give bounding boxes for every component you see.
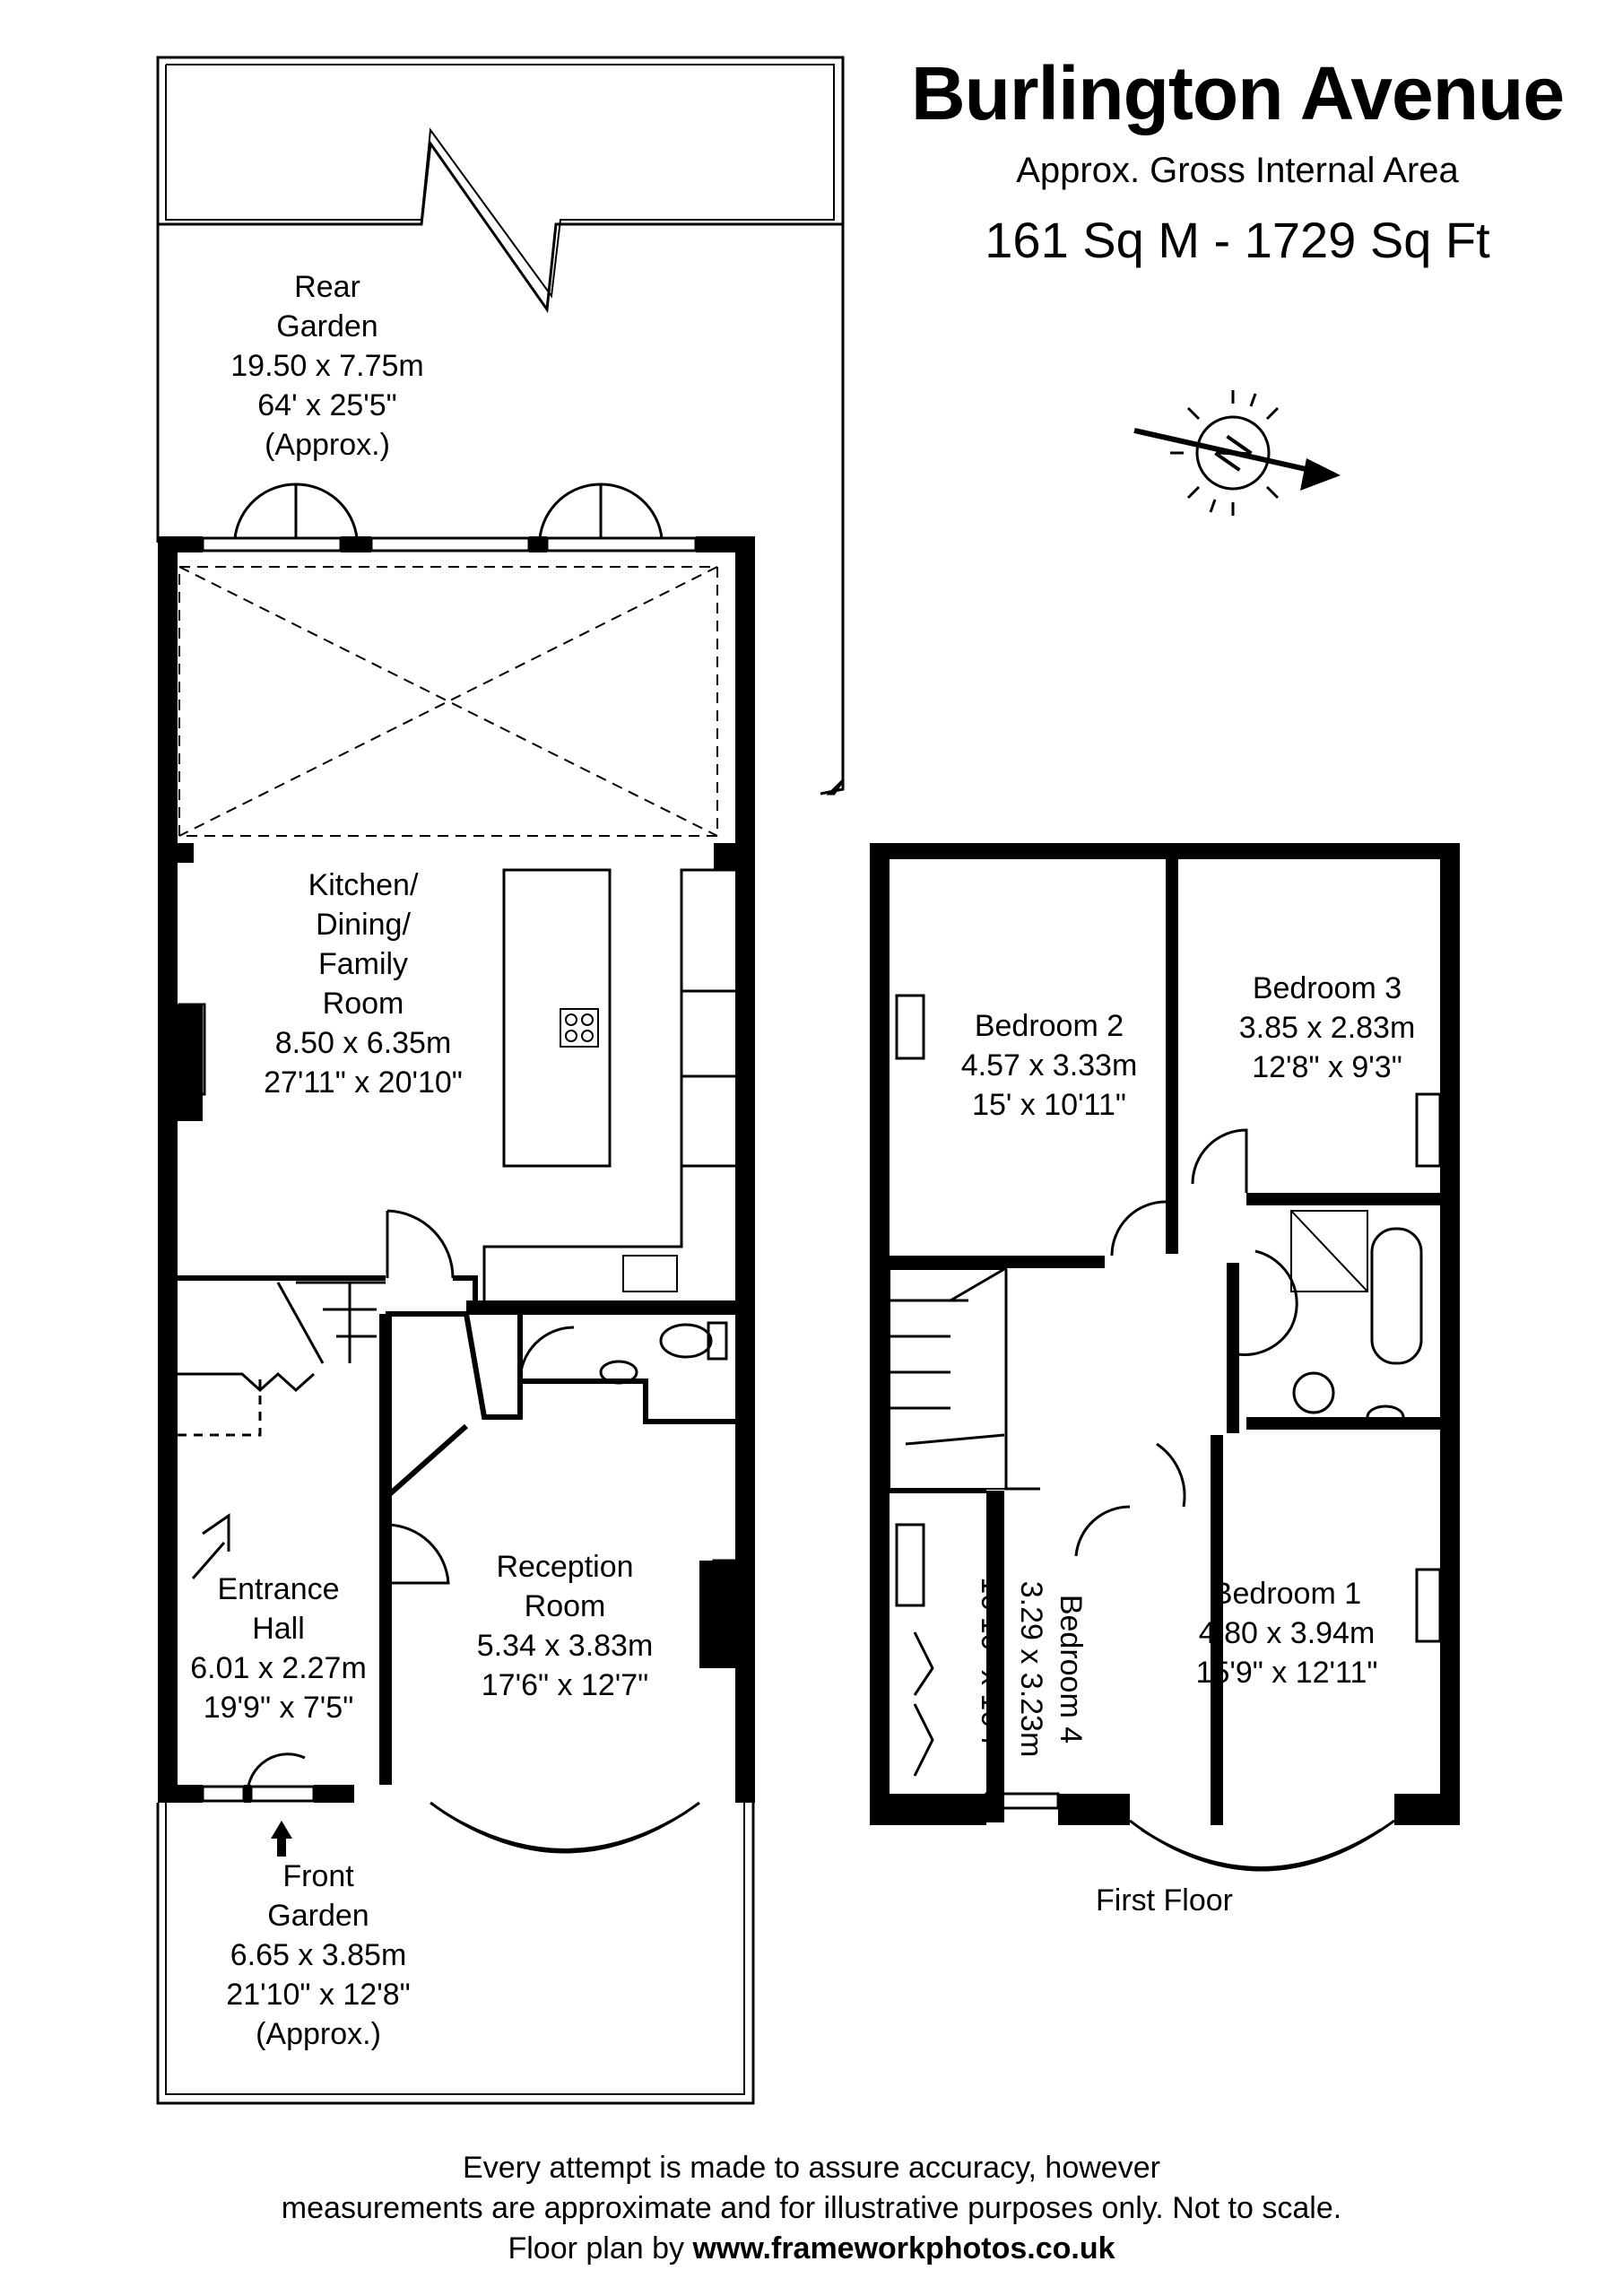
- front-garden-boundary: [156, 1803, 755, 2105]
- area-subtitle: Approx. Gross Internal Area: [1016, 151, 1459, 190]
- reception-label: Reception Room 5.34 x 3.83m 17'6" x 12'7…: [476, 1550, 654, 1702]
- entrance-label: Entrance Hall 6.01 x 2.27m 19'9" x 7'5": [190, 1572, 367, 1725]
- credit-prefix: Floor plan by: [508, 2231, 685, 2266]
- bedroom4-label: Bedroom 4 3.29 x 3.23m 10'10" x 10'7": [975, 1577, 1088, 1761]
- credit-link[interactable]: www.frameworkphotos.co.uk: [692, 2231, 1115, 2266]
- bedroom3-label: Bedroom 3 3.85 x 2.83m 12'8" x 9'3": [1238, 971, 1416, 1084]
- kitchen-island: [502, 868, 612, 1168]
- kitchen-label: Kitchen/ Dining/ Family Room 8.50 x 6.35…: [264, 868, 463, 1100]
- rear-garden-break: [158, 139, 843, 314]
- page-title: Burlington Avenue: [910, 51, 1565, 135]
- front-garden-label: Front Garden 6.65 x 3.85m 21'10" x 12'8"…: [226, 1859, 411, 2051]
- bedroom1-label: Bedroom 1 4.80 x 3.94m 15'9" x 12'11": [1195, 1577, 1378, 1690]
- gross-area: 161 Sq M - 1729 Sq Ft: [985, 212, 1490, 268]
- bedroom2-label: Bedroom 2 4.57 x 3.33m 15' x 10'11": [960, 1009, 1138, 1122]
- compass-icon: [1133, 390, 1341, 516]
- compass-letter: N: [1206, 427, 1263, 480]
- first-floor-label: First Floor: [1096, 1883, 1233, 1918]
- disclaimer: Every attempt is made to assure accuracy…: [281, 2151, 1342, 2266]
- rear-garden-label: Rear Garden 19.50 x 7.75m 64' x 25'5" (A…: [230, 270, 424, 462]
